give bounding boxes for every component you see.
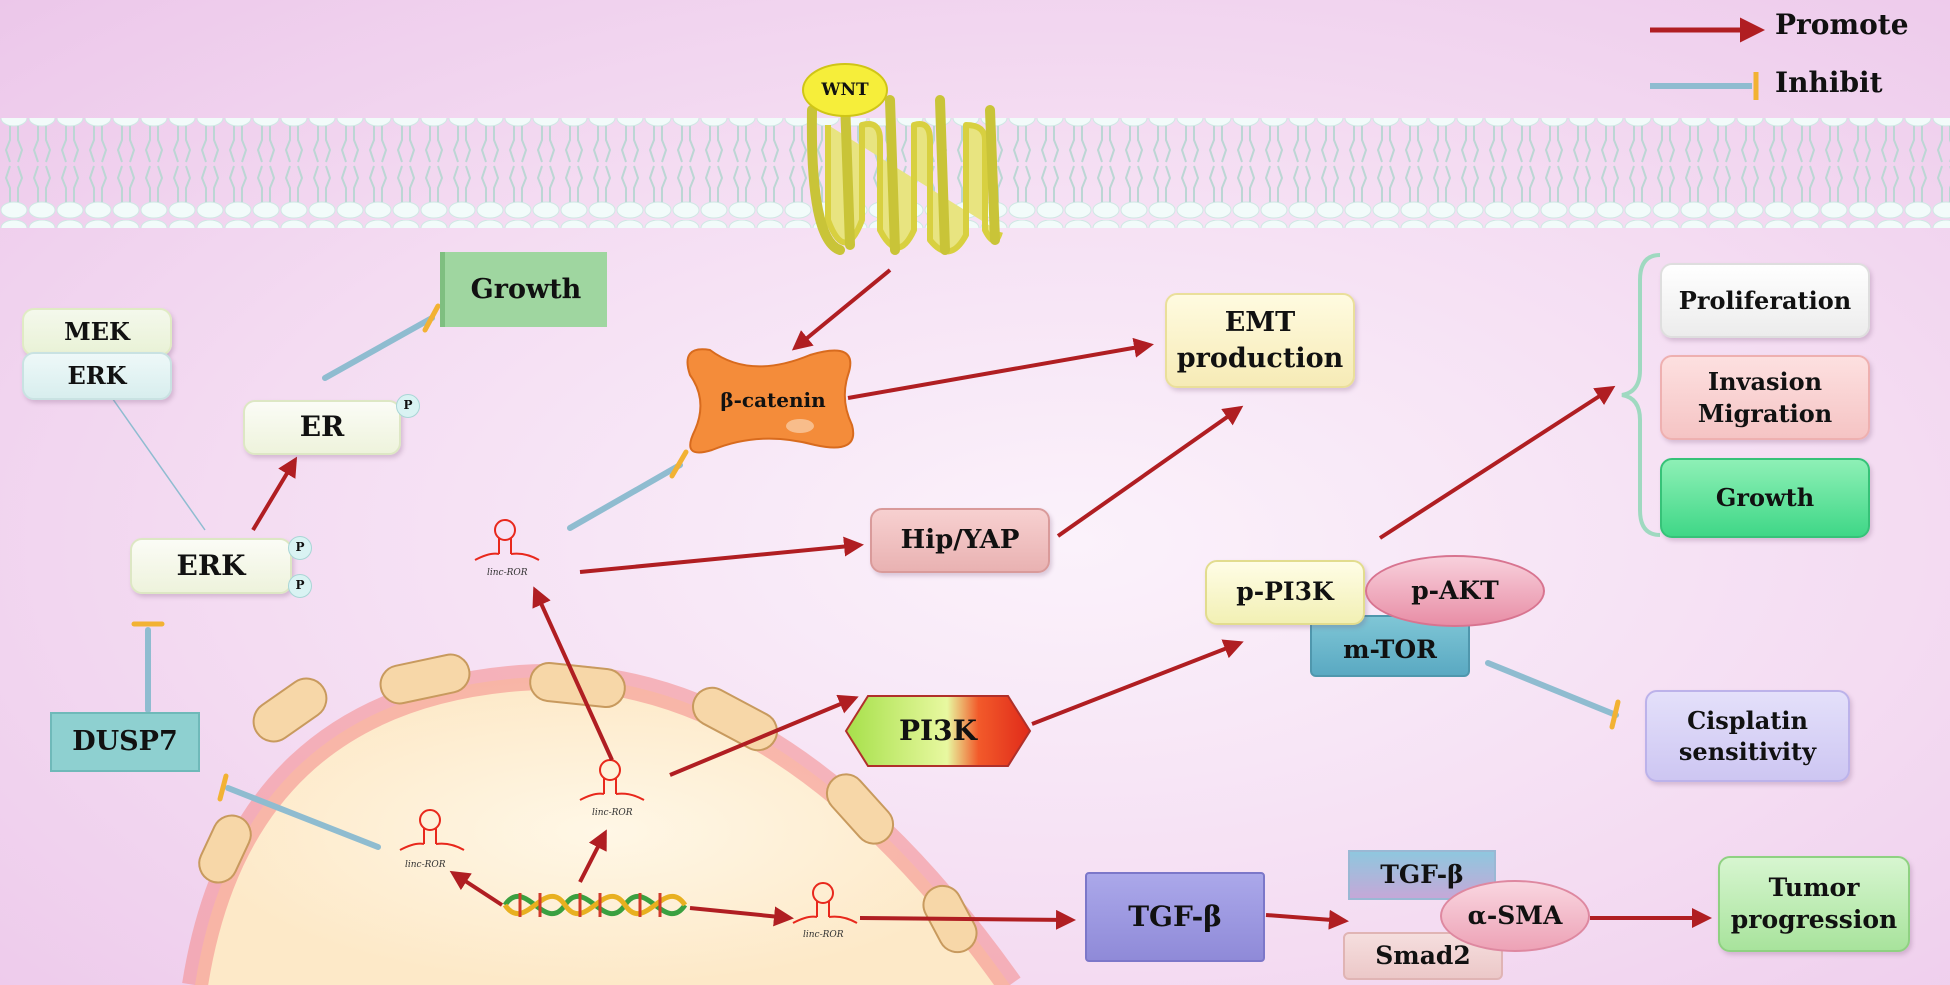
beta-catenin-label: β-catenin: [720, 388, 826, 412]
promote-arrows: [251, 268, 1712, 930]
arrow-betacatenin-to-emt: [847, 337, 1154, 400]
cisplatin-sensitivity-box: Cisplatin sensitivity: [1645, 690, 1850, 782]
arrow-dna-to-rna-right: [689, 906, 794, 927]
proliferation-box: Proliferation: [1660, 263, 1870, 338]
wnt-label: WNT: [821, 79, 869, 100]
erk-box: ERK: [130, 538, 292, 594]
dusp7-box: DUSP7: [50, 712, 200, 772]
hip-yap-box: Hip/YAP: [870, 508, 1050, 573]
arrow-rna-to-pi3k: [669, 694, 859, 777]
legend-promote-label: Promote: [1775, 8, 1909, 41]
emt-line1: EMT: [1224, 307, 1296, 339]
rna-label-mid: linc-ROR: [592, 808, 633, 818]
erk-phospho-2: P: [288, 574, 312, 598]
arrow-rna-to-tgfb: [859, 909, 1076, 930]
invasion-line1: Invasion: [1707, 367, 1823, 397]
inhibit-arrows: [131, 303, 1621, 850]
invasion-migration-box: Invasion Migration: [1660, 355, 1870, 440]
wnt-receptor-icon: [802, 63, 1003, 255]
alpha-sma-ellipse: α-SMA: [1440, 880, 1590, 952]
emt-line2: production: [1176, 342, 1344, 374]
tumor-line2: progression: [1730, 905, 1898, 934]
arrow-akt-to-outcomes: [1378, 385, 1616, 540]
arrow-erk-to-er: [251, 456, 298, 532]
tumor-progression-box: Tumor progression: [1718, 856, 1910, 952]
mek-box: MEK: [22, 308, 172, 356]
rna-label-left: linc-ROR: [405, 860, 446, 870]
pi3k-shape: [844, 695, 1032, 767]
arrow-rna-to-rna-top: [532, 586, 614, 761]
pi3k-label: PI3K: [899, 713, 977, 747]
rna-label-right: linc-ROR: [803, 930, 844, 940]
tumor-line1: Tumor: [1768, 872, 1860, 902]
outcome-brace: [1621, 253, 1661, 537]
growth-right-box: Growth: [1660, 458, 1870, 538]
arrow-rna-to-hipyap: [579, 536, 864, 574]
smad2-box: Smad2: [1343, 932, 1503, 980]
arrow-pi3k-to-ppi3k: [1031, 639, 1244, 726]
arrow-wnt-to-betacatenin: [791, 268, 892, 351]
arrow-tgfb-to-complex: [1265, 909, 1349, 930]
legend-inhibit-label: Inhibit: [1775, 66, 1883, 99]
mek-erk-connector: [109, 394, 206, 531]
erk-phospho-1: P: [288, 536, 312, 560]
invasion-line2: Migration: [1697, 398, 1833, 428]
arrow-hipyap-to-emt: [1056, 405, 1244, 538]
rna-label-top: linc-ROR: [487, 568, 528, 578]
p-pi3k-box: p-PI3K: [1205, 560, 1365, 625]
p-akt-ellipse: p-AKT: [1365, 555, 1545, 627]
arrow-dna-to-rna-mid: [578, 829, 607, 883]
growth-top-box: Growth: [440, 252, 607, 327]
emt-production-box: EMT production: [1165, 293, 1355, 388]
er-box: ER: [243, 400, 401, 455]
erk-stack-box: ERK: [22, 352, 172, 400]
cisplatin-line1: Cisplatin: [1687, 705, 1808, 735]
cisplatin-line2: sensitivity: [1678, 737, 1817, 766]
arrow-dna-to-rna-left: [449, 870, 504, 907]
er-phospho: P: [396, 394, 420, 418]
dna-helix: [502, 893, 688, 917]
tgf-beta-box: TGF-β: [1085, 872, 1265, 962]
